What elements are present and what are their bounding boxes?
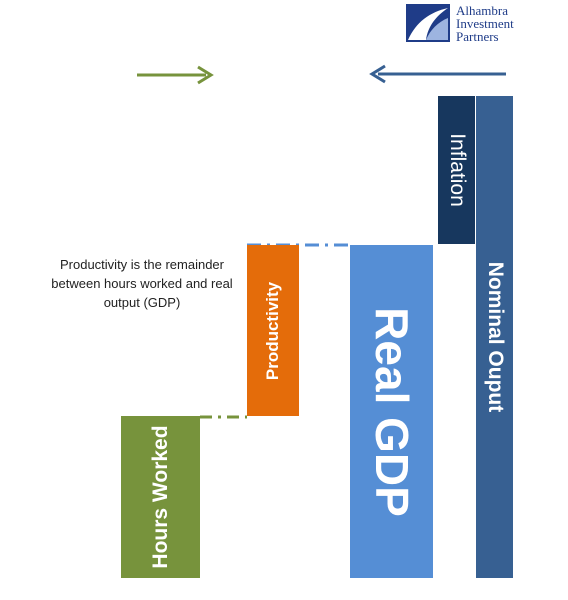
- left-arrow-icon: [369, 64, 506, 84]
- nominal-output-bar: Nominal Ouput: [476, 96, 513, 578]
- productivity-label: Productivity: [263, 281, 282, 380]
- hours-worked-label: Hours Worked: [148, 425, 172, 569]
- right-arrow-icon: [137, 65, 214, 85]
- productivity-bar: Productivity: [247, 245, 299, 416]
- nominal-output-label: Nominal Ouput: [483, 261, 507, 413]
- real-gdp-label: Real GDP: [365, 306, 418, 517]
- real-gdp-bar: Real GDP: [350, 245, 433, 578]
- productivity-annotation: Productivity is the remainder between ho…: [51, 257, 233, 310]
- logo-line-2: Investment: [456, 16, 514, 31]
- logo-line-1: Alhambra: [456, 3, 508, 18]
- hours-worked-bar: Hours Worked: [121, 416, 200, 578]
- logo-icon: [406, 4, 450, 42]
- logo-line-3: Partners: [456, 29, 499, 44]
- logo-text: Alhambra Investment Partners: [456, 4, 514, 43]
- inflation-label: Inflation: [445, 133, 469, 207]
- inflation-bar: Inflation: [438, 96, 475, 244]
